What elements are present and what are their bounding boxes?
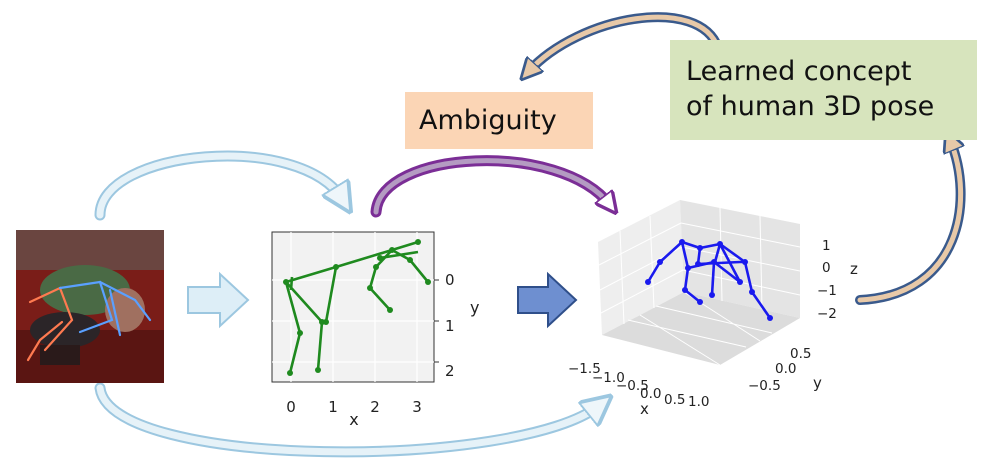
plot2d-xtick: 2	[370, 398, 380, 416]
photo-thumbnail	[16, 230, 164, 383]
plot2d-ytick: 1	[445, 317, 455, 335]
plot3d-ytick: 0.0	[775, 361, 796, 377]
ambiguity-label-box: Ambiguity	[405, 92, 593, 149]
plot3d-xlabel: x	[640, 400, 649, 418]
plot3d-xtick: 1.0	[688, 394, 709, 410]
ambiguity-text: Ambiguity	[419, 105, 557, 136]
arrow-right-icon	[517, 271, 578, 329]
plot2d-xtick: 1	[328, 398, 338, 416]
arrow-right-icon	[187, 271, 250, 329]
plot3d-ztick: 1	[822, 238, 831, 254]
curved-arrow-icon	[370, 155, 610, 218]
plot3d-xtick: −1.0	[592, 370, 625, 386]
plot3d-ytick: −0.5	[748, 378, 781, 394]
plot3d-xtick: 0.5	[664, 392, 685, 408]
curved-arrow-icon	[855, 140, 966, 305]
concept-line-2: of human 3D pose	[686, 91, 935, 122]
plot3d-ztick: −1	[817, 283, 837, 299]
plot3d-ztick: 0	[822, 260, 831, 276]
plot2d-ytick: 2	[445, 362, 455, 380]
pose-2d-plot: 0 1 2 3 0 1 2 x y	[271, 231, 479, 429]
plot2d-xtick: 3	[412, 398, 422, 416]
plot2d-ytick: 0	[445, 271, 455, 289]
curved-arrow-icon	[94, 382, 600, 458]
concept-line-1: Learned concept	[686, 56, 912, 87]
plot3d-ztick: −2	[817, 306, 837, 322]
plot2d-ylabel: y	[470, 298, 479, 317]
curved-arrow-icon	[94, 150, 343, 221]
plot3d-xtick: 0.0	[640, 386, 661, 402]
plot3d-ylabel: y	[813, 374, 822, 392]
learned-concept-box: Learned concept of human 3D pose	[670, 40, 977, 140]
plot2d-xtick: 0	[286, 398, 296, 416]
pose-3d-plot: 1 0 −1 −2 z 0.5 0.0 −0.5 y −1.5 −1.0 −0.…	[568, 200, 858, 418]
plot3d-zlabel: z	[850, 260, 858, 278]
plot3d-xtick: −1.5	[568, 361, 601, 377]
curved-arrow-icon	[528, 12, 723, 72]
plot3d-ytick: 0.5	[790, 346, 811, 362]
plot3d-xtick: −0.5	[616, 378, 649, 394]
plot2d-xlabel: x	[349, 410, 358, 429]
